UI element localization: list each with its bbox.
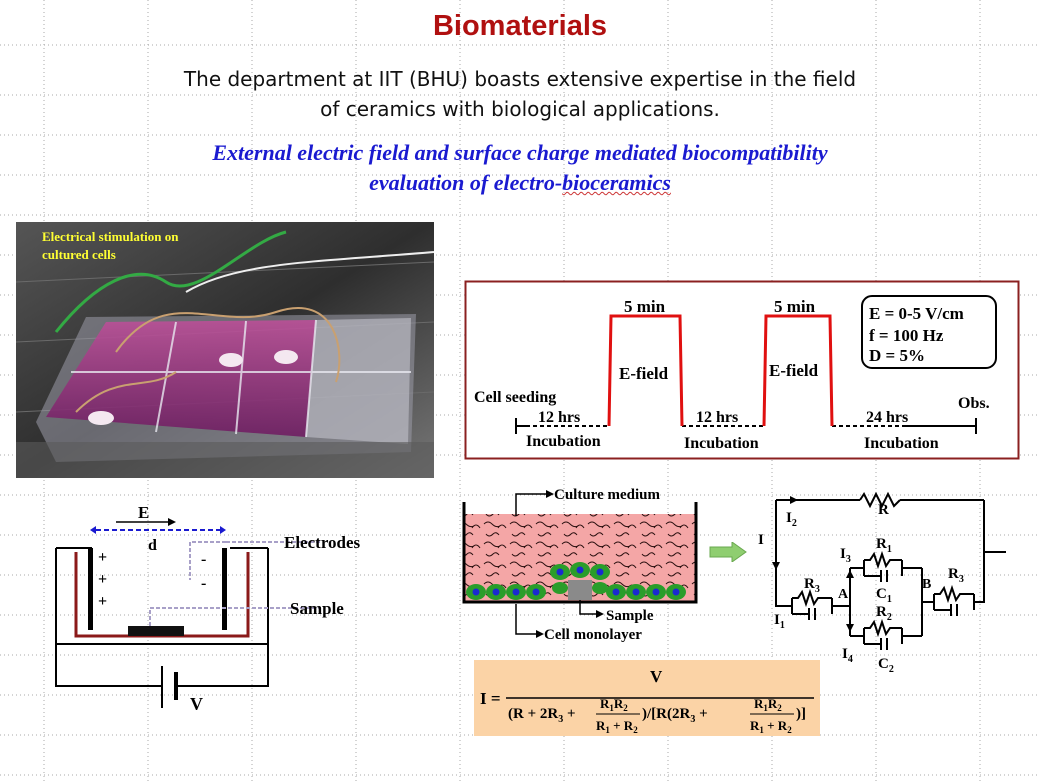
inner-fraction-1-den: R1 + R2 [596,718,638,735]
inner-fraction-1-num: R1R2 [600,696,628,713]
param-frequency: f = 100 Hz [869,326,944,345]
research-topic: External electric field and surface char… [100,138,940,198]
incubation-2-label: Incubation [684,435,759,452]
topic-line-2-text: evaluation of electro- [369,170,563,195]
gap-1-label: 12 hrs [538,409,580,426]
pulse-1 [607,314,684,427]
i2-label: I2 [786,510,797,529]
node-a-label: A [838,587,849,602]
inner-fraction-2-den: R1 + R2 [750,718,792,735]
node-b-label: B [922,577,931,592]
denominator-part-1: (R + 2R3 + [508,706,576,725]
resistor-r [859,491,901,509]
field-label: E [138,503,149,522]
equivalent-circuit: R I2 I R3 I1 A I3 I4 R1 C1 R2 C2 B R3 [758,491,1006,675]
culture-medium-label: Culture medium [554,487,660,503]
pulse-2-label: E-field [769,361,819,380]
distance-label: d [148,537,157,554]
parameters-box [861,295,997,369]
sample-block [128,626,184,636]
plus-sign: + [98,571,107,588]
plus-sign: + [98,549,107,566]
sample-block [568,580,592,600]
r-label: R [878,502,889,518]
green-arrow-icon [709,542,747,562]
i4-label: I4 [842,646,853,665]
c2-label: C2 [878,656,894,675]
pulse-1-duration: 5 min [624,297,666,316]
voltage-label: V [190,694,203,714]
stimulation-photo: Electrical stimulation on cultured cells [16,222,434,478]
i3-label: I3 [840,546,851,565]
r3-right-label: R3 [948,566,964,585]
formula-numerator: V [650,667,663,686]
incubation-1-label: Incubation [526,433,601,450]
electrode-setup-diagram: E d + + + - - Electrodes Sample V [55,503,361,714]
photo-caption-line-1: Electrical stimulation on [42,229,179,244]
formula-lhs: I = [480,689,501,708]
topic-line-1: External electric field and surface char… [212,140,828,165]
param-field: E = 0-5 V/cm [869,304,964,323]
r1-label: R1 [876,536,892,555]
minus-sign: - [201,575,206,592]
cell-seeding-label: Cell seeding [474,389,556,406]
sample-callout-label: Sample [606,608,654,624]
plus-sign: + [98,593,107,610]
subtitle-line-2: of ceramics with biological applications… [320,97,720,121]
pulse-1-label: E-field [619,364,669,383]
cell-monolayer-label: Cell monolayer [544,627,642,643]
denominator-end: )] [796,706,806,722]
sample-label: Sample [290,599,344,618]
stimulation-timeline: 5 min 5 min E-field E-field Cell seeding… [464,280,1020,460]
pulse-2 [762,314,834,427]
incubation-3-label: Incubation [864,435,939,452]
observation-label: Obs. [958,395,990,412]
r2-label: R2 [876,604,892,623]
r3-left-label: R3 [804,576,820,595]
photo-illustration [16,222,434,478]
photo-caption-line-2: cultured cells [42,247,116,262]
subtitle-line-1: The department at IIT (BHU) boasts exten… [183,67,857,91]
formula-render: I = V (R + 2R3 + R1R2 R1 + R2 )/[R(2R3 +… [480,667,814,735]
topic-line-2-underlined: bioceramics [562,170,671,195]
inner-fraction-2-num: R1R2 [754,696,782,713]
current-formula: I = V (R + 2R3 + R1R2 R1 + R2 )/[R(2R3 +… [474,660,820,736]
electrodes-label: Electrodes [284,533,361,552]
page-title: Biomaterials [432,10,608,42]
gap-2-label: 12 hrs [696,409,738,426]
gap-3-label: 24 hrs [866,409,908,426]
pulse-2-duration: 5 min [774,297,816,316]
c1-label: C1 [876,586,892,605]
minus-sign: - [201,551,206,568]
denominator-part-2: )/[R(2R3 + [642,706,708,725]
photo-caption: Electrical stimulation on cultured cells [42,228,179,264]
param-duty-cycle: D = 5% [869,346,925,365]
i-label: I [758,532,764,548]
topic-line-2: evaluation of electro-bioceramics [100,168,940,198]
subtitle: The department at IIT (BHU) boasts exten… [120,64,920,124]
culture-diagram: Culture medium Sample Cell monolayer [462,487,698,643]
cell-monolayer-row [466,562,686,600]
i1-label: I1 [774,612,785,631]
